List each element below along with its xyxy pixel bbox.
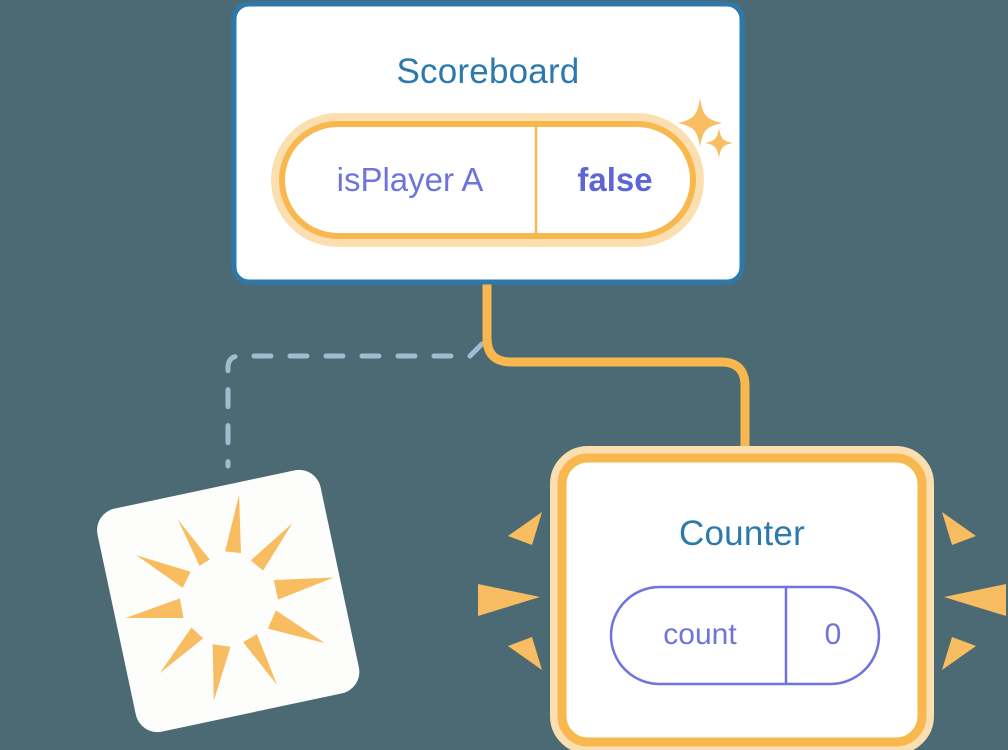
scoreboard-pill-glow bbox=[271, 113, 704, 247]
counter-card[interactable] bbox=[550, 446, 934, 750]
counter-state-pill[interactable] bbox=[609, 585, 881, 686]
scoreboard-sparkles bbox=[678, 98, 733, 158]
scoreboard-pill-frame[interactable] bbox=[279, 121, 696, 239]
sparkle-small-icon bbox=[705, 128, 733, 158]
scoreboard-card[interactable] bbox=[231, 1, 745, 285]
ray-left-bottom bbox=[508, 637, 542, 670]
ray-left-mid bbox=[478, 584, 540, 616]
ray-right-top bbox=[942, 512, 976, 545]
ray-right-bottom bbox=[942, 637, 976, 670]
counter-pill-frame[interactable] bbox=[609, 585, 881, 686]
sparkle-large-icon bbox=[678, 98, 722, 147]
ghost-card[interactable] bbox=[93, 466, 363, 736]
ghost-card-group[interactable] bbox=[93, 466, 363, 736]
scoreboard-state-pill[interactable] bbox=[271, 113, 704, 247]
ghost-card-burst bbox=[125, 494, 334, 702]
ray-right-mid bbox=[944, 584, 1006, 616]
connector-scoreboard-to-counter bbox=[482, 280, 750, 470]
ray-left-top bbox=[508, 512, 542, 545]
connector-scoreboard-to-ghost-card bbox=[225, 341, 485, 469]
counter-burst-rays bbox=[478, 512, 1006, 670]
